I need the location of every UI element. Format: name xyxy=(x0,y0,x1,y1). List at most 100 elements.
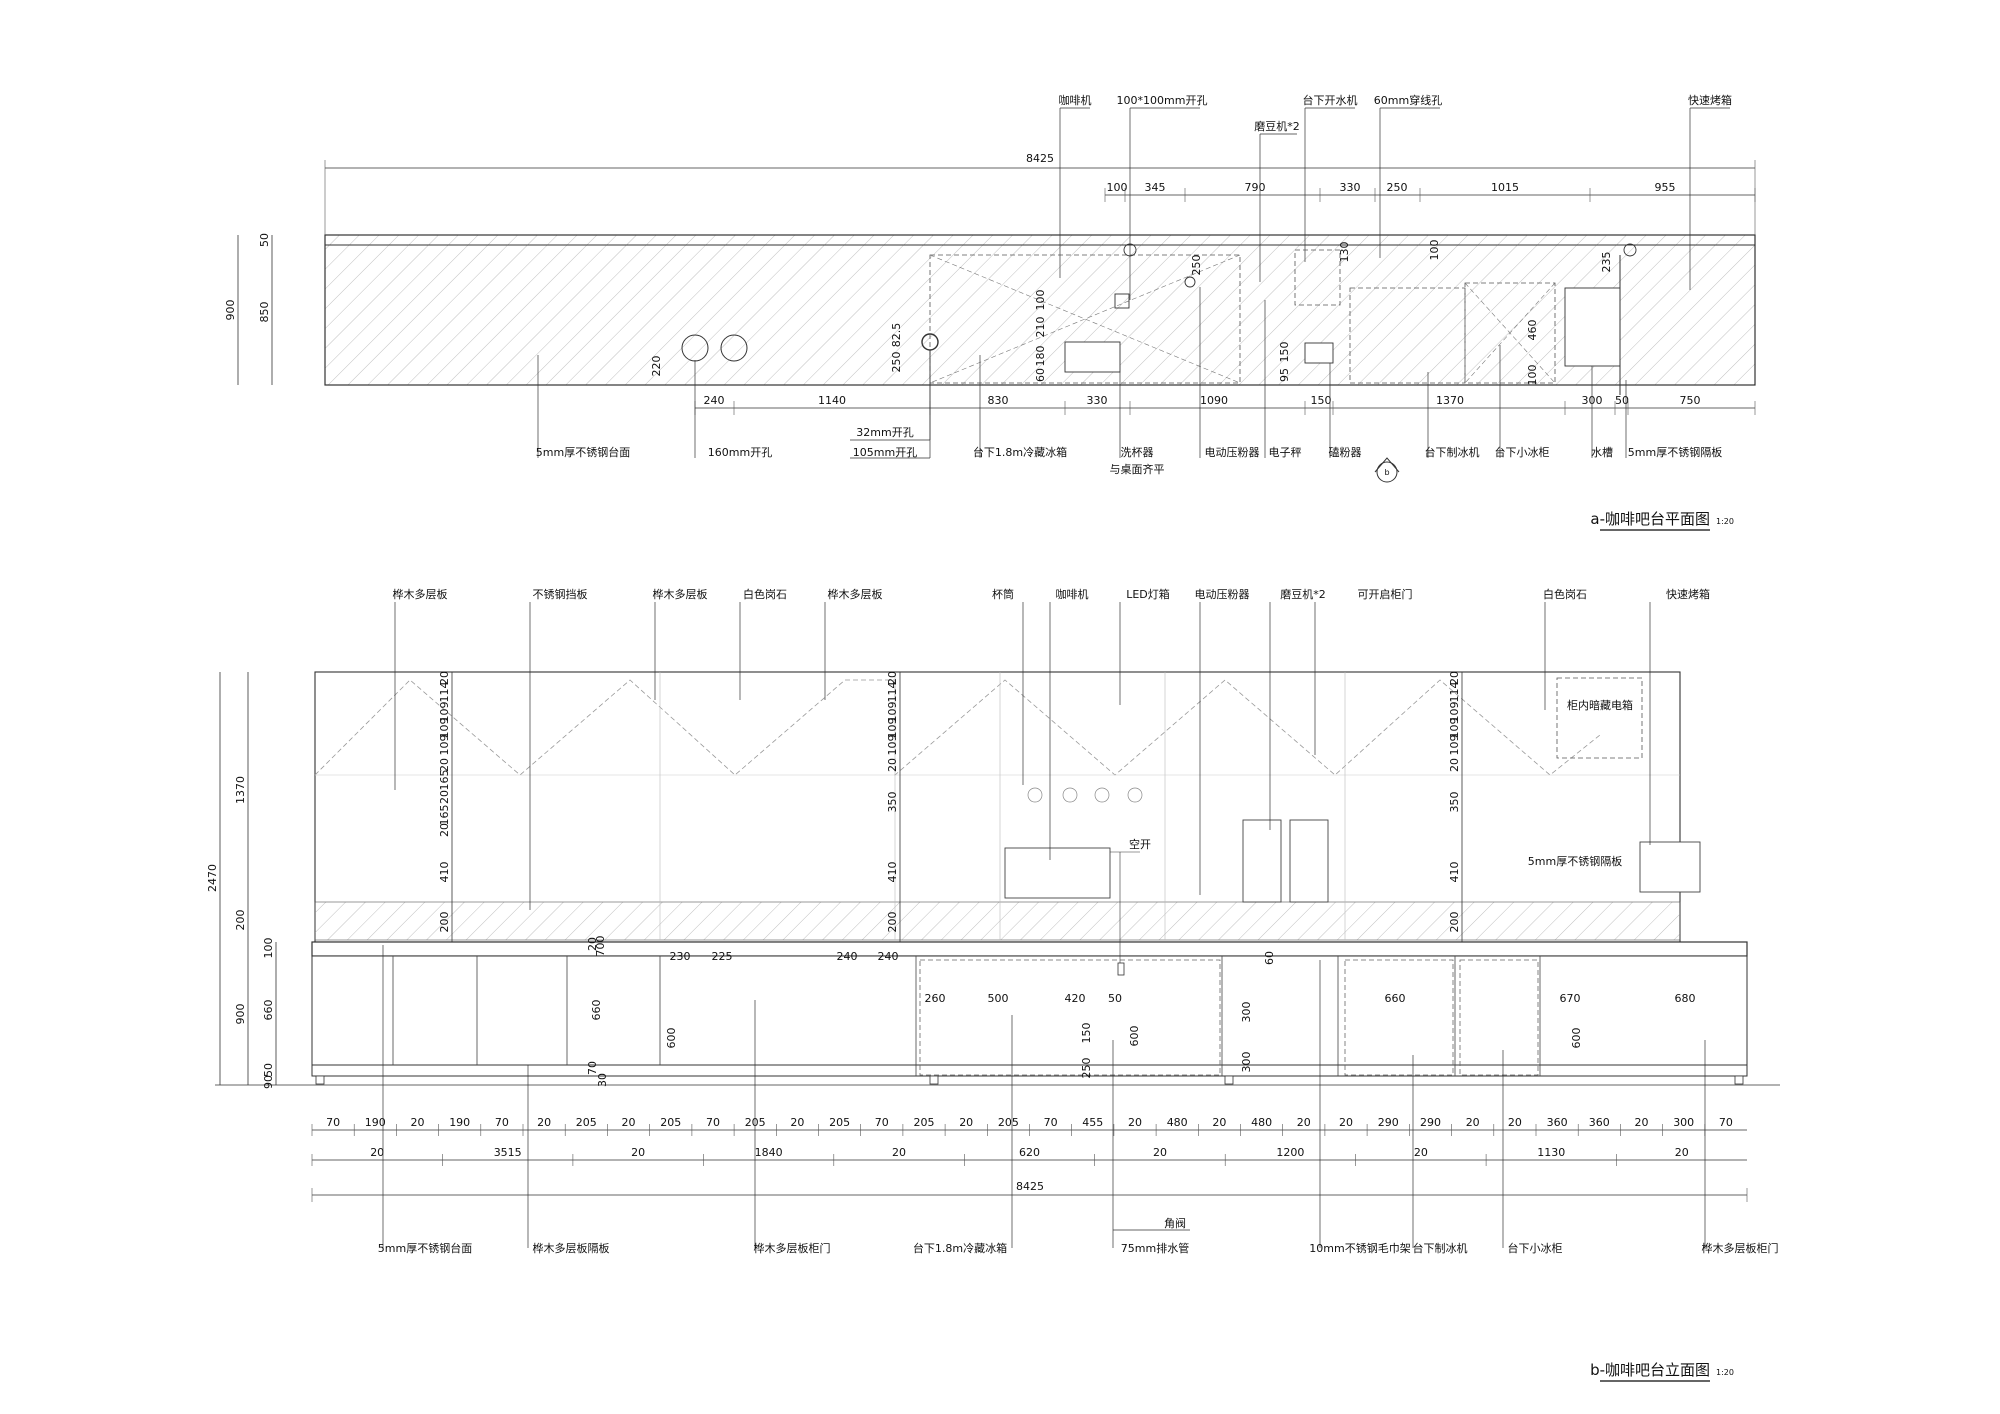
dim-value: 620 xyxy=(1019,1146,1040,1159)
dim-value: 20 xyxy=(370,1146,384,1159)
plan-tamper-hole xyxy=(1184,276,1196,288)
elev-stack-dim: 410 xyxy=(438,862,451,883)
elev-stack-dim: 20 xyxy=(1448,758,1461,772)
dim-value: 20 xyxy=(892,1146,906,1159)
dim-value: 20 xyxy=(1339,1116,1353,1129)
elev-lower-dim: 50 xyxy=(1108,992,1122,1005)
elevation-view: 柜内暗藏电箱 5mm厚不锈钢隔板 空开 xyxy=(206,587,1780,1382)
plan-top-dim: 330 xyxy=(1340,181,1361,194)
elev-left-dim: 2470 xyxy=(206,864,219,892)
elev-lower-dim: 300 xyxy=(1240,1052,1253,1073)
plan-inner-dim: 460 xyxy=(1526,320,1539,341)
plan-overall-dim: 8425 xyxy=(1026,152,1054,165)
dim-value: 20 xyxy=(411,1116,425,1129)
plan-top-dim: 790 xyxy=(1245,181,1266,194)
dim-value: 20 xyxy=(1212,1116,1226,1129)
dim-value: 455 xyxy=(1082,1116,1103,1129)
dim-value: 480 xyxy=(1167,1116,1188,1129)
plan-label-oven: 快速烤箱 xyxy=(1688,93,1732,107)
elev-label-fridge: 台下1.8m冷藏冰箱 xyxy=(913,1241,1007,1255)
dim-value: 70 xyxy=(495,1116,509,1129)
elev-stack-b: 20 114 109 109 109 20 350 410 200 xyxy=(886,671,901,942)
elev-lower-dim: 60 xyxy=(1263,951,1276,965)
plan-section-marker: b xyxy=(1374,457,1400,483)
elev-stack-dim: 410 xyxy=(1448,862,1461,883)
elev-stack-dim: 114 xyxy=(438,682,451,703)
elev-stack-dim: 109 xyxy=(438,702,451,723)
elev-label-ice-maker: 台下制冰机 xyxy=(1413,1241,1468,1255)
plan-label-tamper: 电动压粉器 xyxy=(1205,446,1260,459)
plan-label-opening: 100*100mm开孔 xyxy=(1117,94,1208,107)
elev-stack-dim: 20 xyxy=(438,671,451,685)
elev-label-cup-tube: 杯筒 xyxy=(992,587,1014,601)
elev-switch-label: 空开 xyxy=(1129,837,1151,851)
elev-stack-dim: 109 xyxy=(886,735,899,756)
elev-stack-dim: 200 xyxy=(438,912,451,933)
plan-left-dim: 50 xyxy=(258,233,271,247)
elev-label-birch-3: 桦木多层板 xyxy=(828,587,883,601)
dim-value: 1200 xyxy=(1276,1146,1304,1159)
elev-stack-dim: 109 xyxy=(886,702,899,723)
plan-label-grinder: 磨豆机*2 xyxy=(1254,119,1300,133)
elev-stack-dim: 109 xyxy=(886,718,899,739)
plan-top-dim: 250 xyxy=(1387,181,1408,194)
dim-value: 20 xyxy=(537,1116,551,1129)
elev-shelf-label: 5mm厚不锈钢隔板 xyxy=(1528,854,1622,868)
elev-label-towel-rack: 10mm不锈钢毛巾架 xyxy=(1309,1241,1410,1255)
elev-label-counter: 5mm厚不锈钢台面 xyxy=(378,1241,472,1255)
plan-top-dim: 1015 xyxy=(1491,181,1519,194)
elev-stack-dim: 200 xyxy=(886,912,899,933)
dim-value: 205 xyxy=(576,1116,597,1129)
elev-oven xyxy=(1639,841,1701,893)
elev-lower-dim: 600 xyxy=(1570,1028,1583,1049)
elev-electric-box xyxy=(1556,677,1643,759)
dim-value: 205 xyxy=(829,1116,850,1129)
plan-inner-dim: 100 xyxy=(1526,365,1539,386)
dim-value: 205 xyxy=(914,1116,935,1129)
plan-bottom-dim: 50 xyxy=(1615,394,1629,407)
dim-value: 205 xyxy=(660,1116,681,1129)
plan-inner-dim: 150 xyxy=(1278,342,1291,363)
dim-value: 20 xyxy=(622,1116,636,1129)
elev-stack-dim: 20 xyxy=(1448,671,1461,685)
plan-inner-dim: 100 xyxy=(1034,290,1047,311)
elev-lower-dim: 300 xyxy=(1240,1002,1253,1023)
elev-stack-c: 20 114 109 109 109 20 350 410 200 xyxy=(1448,671,1463,942)
dim-value: 20 xyxy=(1153,1146,1167,1159)
elev-switch-box xyxy=(1117,962,1125,976)
plan-fridge xyxy=(929,254,1241,384)
elev-grinder-2 xyxy=(1289,819,1329,903)
plan-small-fridge xyxy=(1464,282,1556,384)
elev-label-drain: 75mm排水管 xyxy=(1121,1241,1189,1255)
plan-label-counter: 5mm厚不锈钢台面 xyxy=(536,445,630,459)
elev-stack-dim: 109 xyxy=(1448,718,1461,739)
elev-lower-dim: 660 xyxy=(1385,992,1406,1005)
elev-label-led-box: LED灯箱 xyxy=(1126,587,1170,601)
plan-label-ice-maker: 台下制冰机 xyxy=(1425,445,1480,459)
plan-cable-hole xyxy=(1623,243,1637,257)
elev-label-birch-2: 桦木多层板 xyxy=(653,587,708,601)
plan-bottom-dim: 1090 xyxy=(1200,394,1228,407)
elev-stack-dim: 165 xyxy=(438,770,451,791)
elev-lower-dim: 250 xyxy=(1080,1058,1093,1079)
elev-stack-dim: 350 xyxy=(886,792,899,813)
plan-ice-maker xyxy=(1349,287,1466,384)
elev-stack-dim: 20 xyxy=(886,671,899,685)
plan-inner-dim: 100 xyxy=(1428,240,1441,261)
plan-label-small-fridge: 台下小冰柜 xyxy=(1495,445,1550,459)
plan-bottom-dim: 750 xyxy=(1680,394,1701,407)
elev-lower-dim: 240 xyxy=(837,950,858,963)
elev-lower-dim: 600 xyxy=(1128,1026,1141,1047)
dim-value: 20 xyxy=(1635,1116,1649,1129)
elev-label-coffee-machine: 咖啡机 xyxy=(1056,587,1089,601)
plan-inner-dim: 250 xyxy=(1190,255,1203,276)
elev-label-door: 可开启柜门 xyxy=(1358,587,1413,601)
plan-inner-dim: 60 xyxy=(1034,368,1047,382)
elev-left-dim: 1370 xyxy=(234,776,247,804)
dim-value: 20 xyxy=(1414,1146,1428,1159)
elev-lower-dim: 670 xyxy=(1560,992,1581,1005)
plan-label-scale: 电子秤 xyxy=(1269,446,1302,459)
dim-value: 70 xyxy=(1044,1116,1058,1129)
